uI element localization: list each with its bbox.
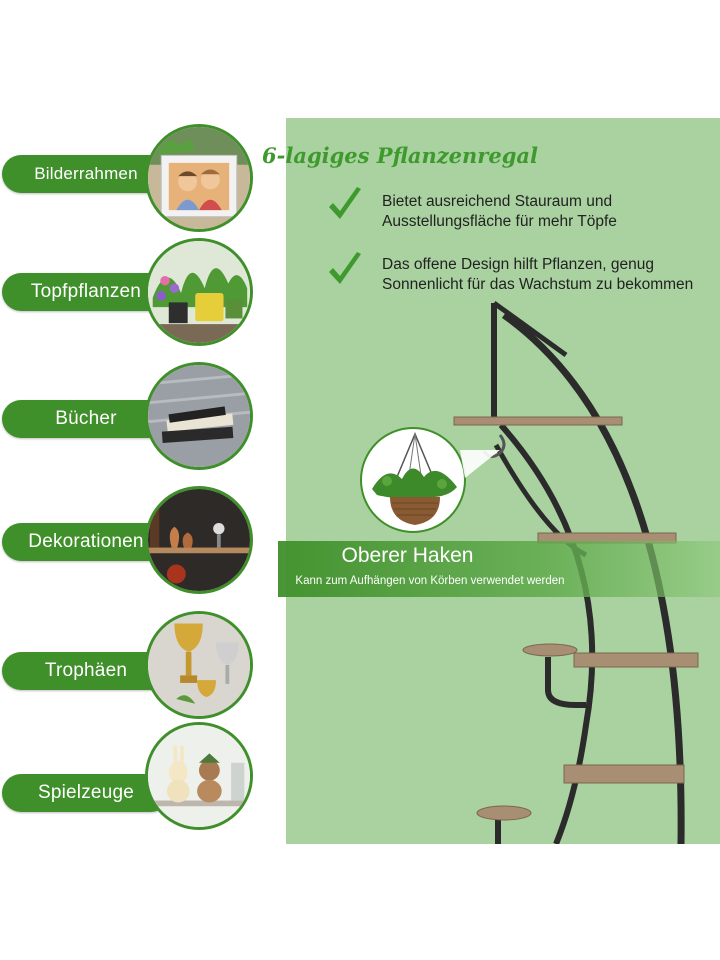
- category-label: Bilderrahmen: [34, 164, 138, 183]
- picture-frame-photo: [145, 124, 253, 232]
- checkmark-icon: [329, 252, 361, 284]
- hook-title: Oberer Haken: [341, 544, 474, 567]
- feature-open-design: Das offene Design hilft Pflanzen, genug …: [382, 256, 694, 293]
- hook-subtitle: Kann zum Aufhängen von Körben verwendet …: [295, 575, 565, 587]
- category-label: Spielzeuge: [37, 782, 135, 803]
- category-label: Dekorationen: [28, 531, 144, 552]
- category-pill-topfpflanzen: Topfpflanzen: [2, 273, 170, 311]
- callout-pointer: [460, 450, 500, 478]
- category-pill-bilderrahmen: Bilderrahmen: [2, 155, 170, 193]
- decorations-photo: [145, 486, 253, 594]
- hook-caption-band: [278, 541, 720, 597]
- trophies-photo: [145, 611, 253, 719]
- plant-stand-illustration: [453, 300, 699, 844]
- category-label: Bücher: [55, 408, 117, 429]
- category-label: Trophäen: [44, 660, 128, 681]
- category-label: Topfpflanzen: [30, 281, 142, 302]
- panel-title: 6-lagiges Pflanzenregal: [262, 143, 538, 168]
- checkmark-icon: [329, 187, 361, 219]
- category-pill-buecher: Bücher: [2, 400, 170, 438]
- category-pill-dekorationen: Dekorationen: [2, 523, 170, 561]
- product-panel: [286, 118, 720, 844]
- books-photo: [145, 362, 253, 470]
- toys-photo: [145, 722, 253, 830]
- category-pill-spielzeuge: Spielzeuge: [2, 774, 170, 812]
- hanging-basket-photo: [360, 427, 466, 533]
- feature-storage: Bietet ausreichend Stauraum und Ausstell…: [382, 193, 617, 230]
- potted-plants-photo: [145, 238, 253, 346]
- category-pill-trophaeen: Trophäen: [2, 652, 170, 690]
